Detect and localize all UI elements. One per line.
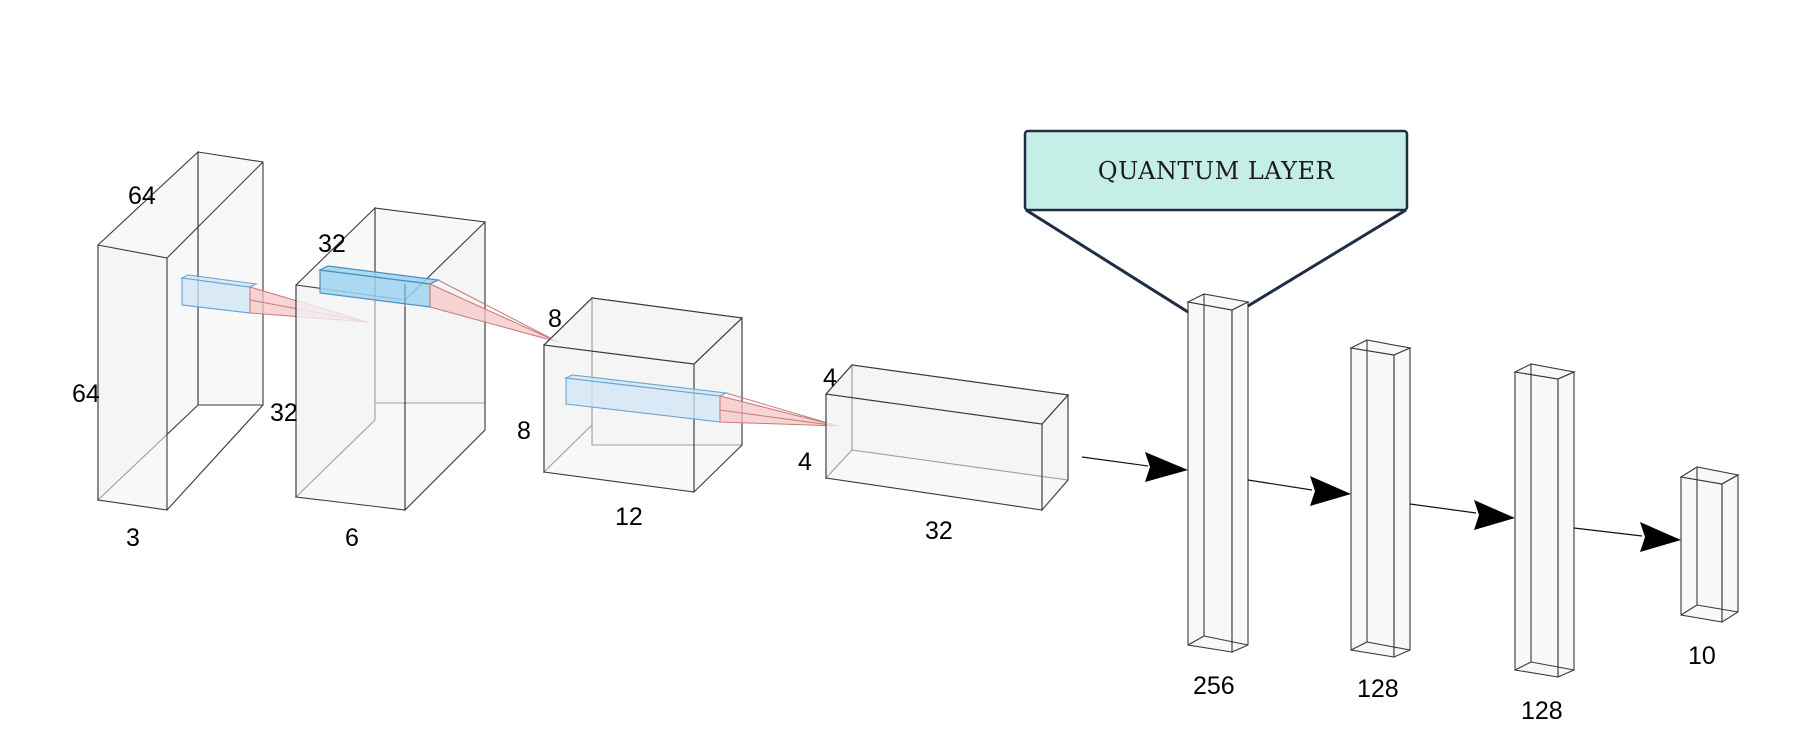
block-conv2-top-face <box>542 297 744 365</box>
label-input-height: 64 <box>72 380 100 408</box>
dense-128-a <box>1349 339 1412 658</box>
arrow-conv3-to-dense256 <box>1081 452 1188 482</box>
label-dense-128-b: 128 <box>1521 697 1563 725</box>
label-conv3-height: 4 <box>798 448 812 476</box>
quantum-layer-label: QUANTUM LAYER <box>1098 157 1335 185</box>
label-conv2-height: 8 <box>517 417 531 445</box>
label-conv1-channels: 6 <box>345 524 359 552</box>
label-conv3-channels: 32 <box>925 517 953 545</box>
kernel-3 <box>564 374 839 427</box>
block-conv3-top-face <box>824 364 1070 425</box>
block-conv2-front-face <box>543 344 695 493</box>
dense-256 <box>1186 293 1250 653</box>
quantum-layer-callout: QUANTUM LAYER <box>1023 129 1409 314</box>
dense-128-b <box>1513 363 1576 678</box>
block-input <box>97 150 264 511</box>
kernel-2 <box>317 265 559 343</box>
block-conv3 <box>824 363 1070 512</box>
output-10 <box>1679 466 1740 623</box>
arrow-dense128b-to-output <box>1573 522 1681 552</box>
label-dense-256: 256 <box>1193 672 1235 700</box>
arrow-dense256-to-dense128a <box>1247 476 1351 506</box>
label-output-10: 10 <box>1688 642 1716 670</box>
label-conv2-channels: 12 <box>615 503 643 531</box>
quantum-layer-box <box>1023 129 1409 212</box>
block-input-front-face <box>97 244 168 511</box>
dense-256-front-face <box>1187 301 1233 653</box>
label-conv2-depth: 8 <box>548 305 562 333</box>
label-conv3-depth: 4 <box>823 364 837 392</box>
label-conv1-height: 32 <box>270 399 298 427</box>
label-dense-128-a: 128 <box>1357 675 1399 703</box>
label-input-depth: 64 <box>128 182 156 210</box>
label-input-channels: 3 <box>126 524 140 552</box>
block-conv1-front-face <box>295 284 406 511</box>
arrow-dense128a-to-dense128b <box>1409 500 1515 530</box>
label-conv1-depth: 32 <box>318 230 346 258</box>
